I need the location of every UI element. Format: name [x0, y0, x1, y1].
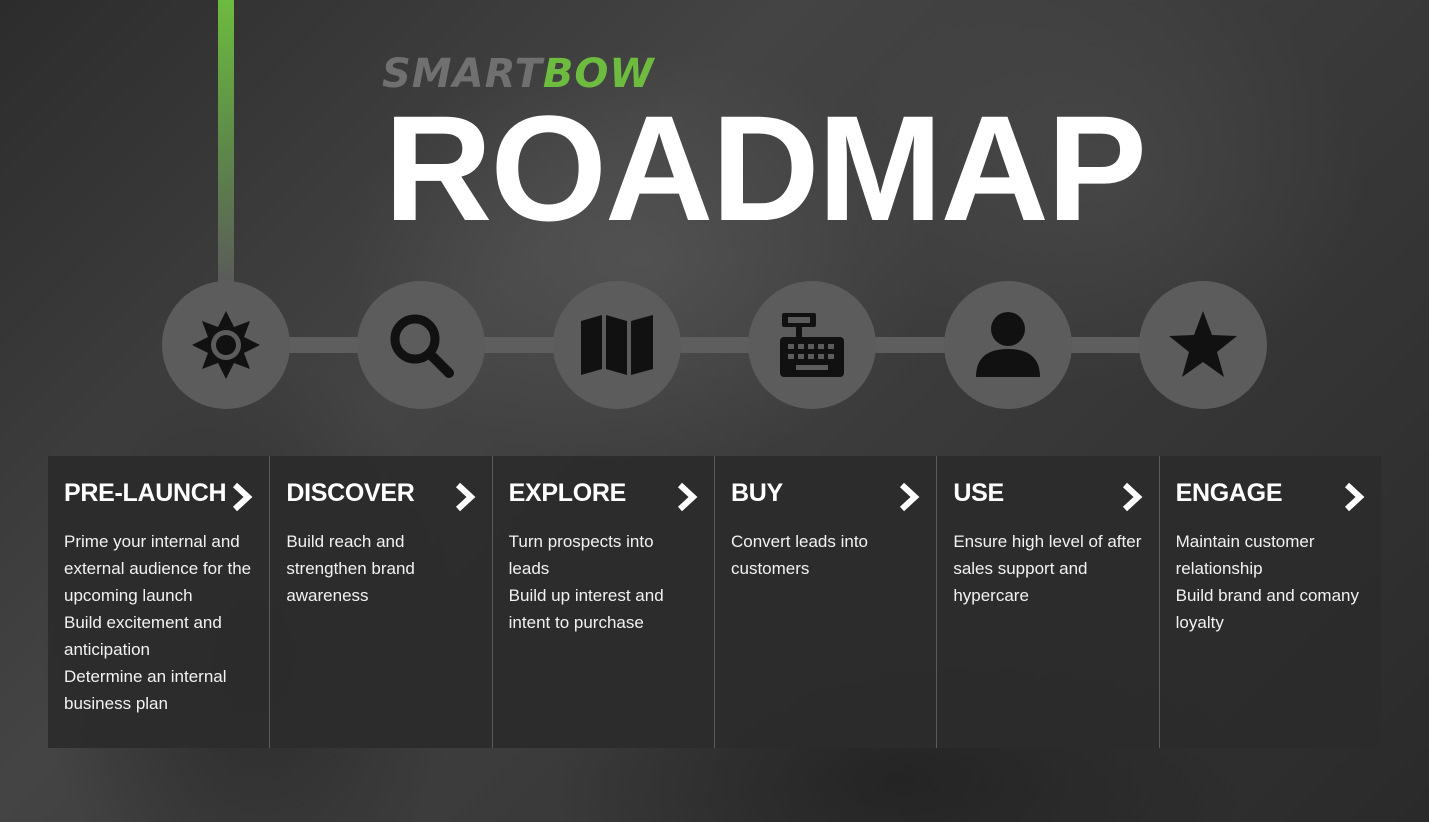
stage-title: USE [953, 479, 1004, 507]
stage-circle-pre-launch [162, 281, 290, 409]
chevron-right-icon [455, 482, 476, 512]
map-icon [581, 315, 653, 375]
stage-title: DISCOVER [286, 479, 415, 507]
chevron-right-icon [677, 482, 698, 512]
chevron-right-icon [1344, 482, 1365, 512]
chevron-right-icon [1122, 482, 1143, 512]
stage-description: Turn prospects into leads Build up inter… [508, 532, 664, 632]
cash-register-icon [780, 313, 844, 377]
stage-card-buy: BUY Convert leads into customers [713, 456, 936, 748]
stages-panel: PRE-LAUNCH Prime your internal and exter… [48, 456, 1381, 748]
magnifier-icon [390, 314, 454, 378]
stage-circle-discover [357, 281, 485, 409]
stage-description: Build reach and strengthen brand awarene… [286, 532, 415, 605]
sun-icon [192, 311, 260, 379]
stage-title: PRE-LAUNCH [64, 479, 227, 507]
stage-circle-engage [1139, 281, 1267, 409]
stage-description: Convert leads into customers [730, 532, 869, 578]
chevron-right-icon [233, 482, 253, 512]
stage-description: Ensure high level of after sales support… [953, 532, 1142, 605]
accent-line [218, 0, 234, 285]
user-icon [976, 312, 1040, 377]
star-icon [1169, 311, 1237, 377]
stage-circle-buy [748, 281, 876, 409]
stage-circle-explore [553, 281, 681, 409]
stage-description: Maintain customer relationship Build bra… [1175, 532, 1359, 632]
stage-card-explore: EXPLORE Turn prospects into leads Build … [491, 456, 714, 748]
stage-title: ENGAGE [1175, 479, 1283, 507]
stage-description: Prime your internal and external audienc… [64, 532, 252, 713]
stage-card-pre-launch: PRE-LAUNCH Prime your internal and exter… [48, 456, 269, 748]
stage-circle-use [944, 281, 1072, 409]
smartbow-logo: SMARTBOW [382, 51, 655, 97]
chevron-right-icon [900, 482, 920, 512]
stage-title: BUY [730, 479, 783, 507]
stage-title: EXPLORE [508, 479, 627, 507]
page-title: ROADMAP [384, 84, 1147, 252]
stage-card-use: USE Ensure high level of after sales sup… [936, 456, 1158, 748]
stage-card-discover: DISCOVER Build reach and strengthen bran… [269, 456, 491, 748]
stage-card-engage: ENGAGE Maintain customer relationship Bu… [1158, 456, 1381, 748]
